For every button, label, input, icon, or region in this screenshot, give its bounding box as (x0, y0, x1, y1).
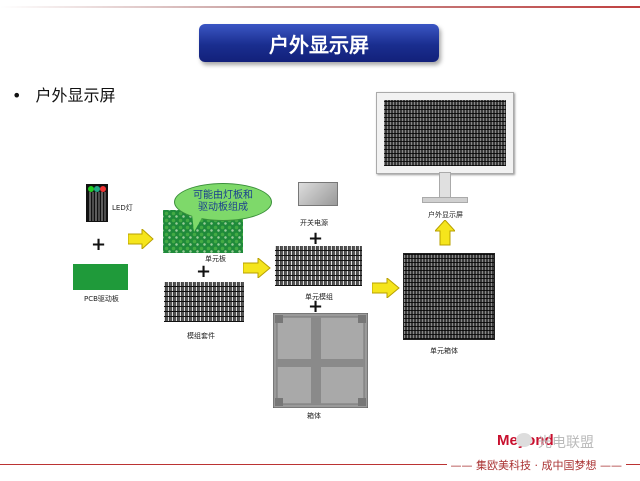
display-base (422, 197, 468, 203)
power-supply-image (298, 182, 338, 206)
label-pcb: PCB驱动板 (84, 295, 119, 303)
slide-title-text: 户外显示屏 (269, 32, 369, 57)
label-module-kit: 模组套件 (187, 332, 215, 340)
plus-sign: + (196, 261, 212, 282)
cabinet-image (273, 313, 368, 408)
wechat-icon (516, 433, 532, 447)
arrow-up-icon (435, 220, 455, 246)
module-kit-image (164, 282, 244, 322)
plus-sign: + (308, 296, 324, 317)
label-led: LED灯 (112, 204, 133, 212)
watermark-text: 光电联盟 (538, 435, 594, 451)
plus-sign: + (308, 228, 324, 249)
label-power-supply: 开关电源 (300, 219, 328, 227)
label-outdoor-display: 户外显示屏 (428, 211, 463, 219)
arrow-right-icon (372, 278, 400, 298)
label-unit-board: 单元板 (205, 255, 226, 263)
unit-module-image (275, 246, 362, 286)
callout-pointer (192, 214, 204, 232)
outdoor-display-frame (376, 92, 514, 174)
display-stand (439, 172, 451, 200)
label-unit-cabinet: 单元箱体 (430, 347, 458, 355)
top-decoration-line (0, 6, 640, 8)
footer-line (0, 464, 640, 465)
label-cabinet: 箱体 (307, 412, 321, 420)
callout-bubble: 可能由灯板和驱动板组成 (174, 183, 272, 221)
arrow-right-icon (128, 229, 154, 249)
footer-slogan: —— 集欧美科技 · 成中国梦想 —— (446, 457, 626, 473)
bullet-text: 户外显示屏 (35, 86, 116, 105)
led-image (86, 184, 108, 222)
label-unit-module: 单元模组 (305, 293, 333, 301)
outdoor-display-screen (384, 100, 506, 166)
plus-sign: + (91, 234, 107, 255)
bullet-item: • 户外显示屏 (12, 82, 115, 106)
bullet-dot-icon: • (12, 86, 22, 105)
arrow-right-icon (243, 258, 271, 278)
led-icon (86, 184, 108, 222)
unit-cabinet-image (403, 253, 495, 340)
pcb-board-image (73, 264, 128, 290)
callout-text: 可能由灯板和驱动板组成 (193, 190, 253, 213)
slide-title: 户外显示屏 (199, 24, 439, 62)
